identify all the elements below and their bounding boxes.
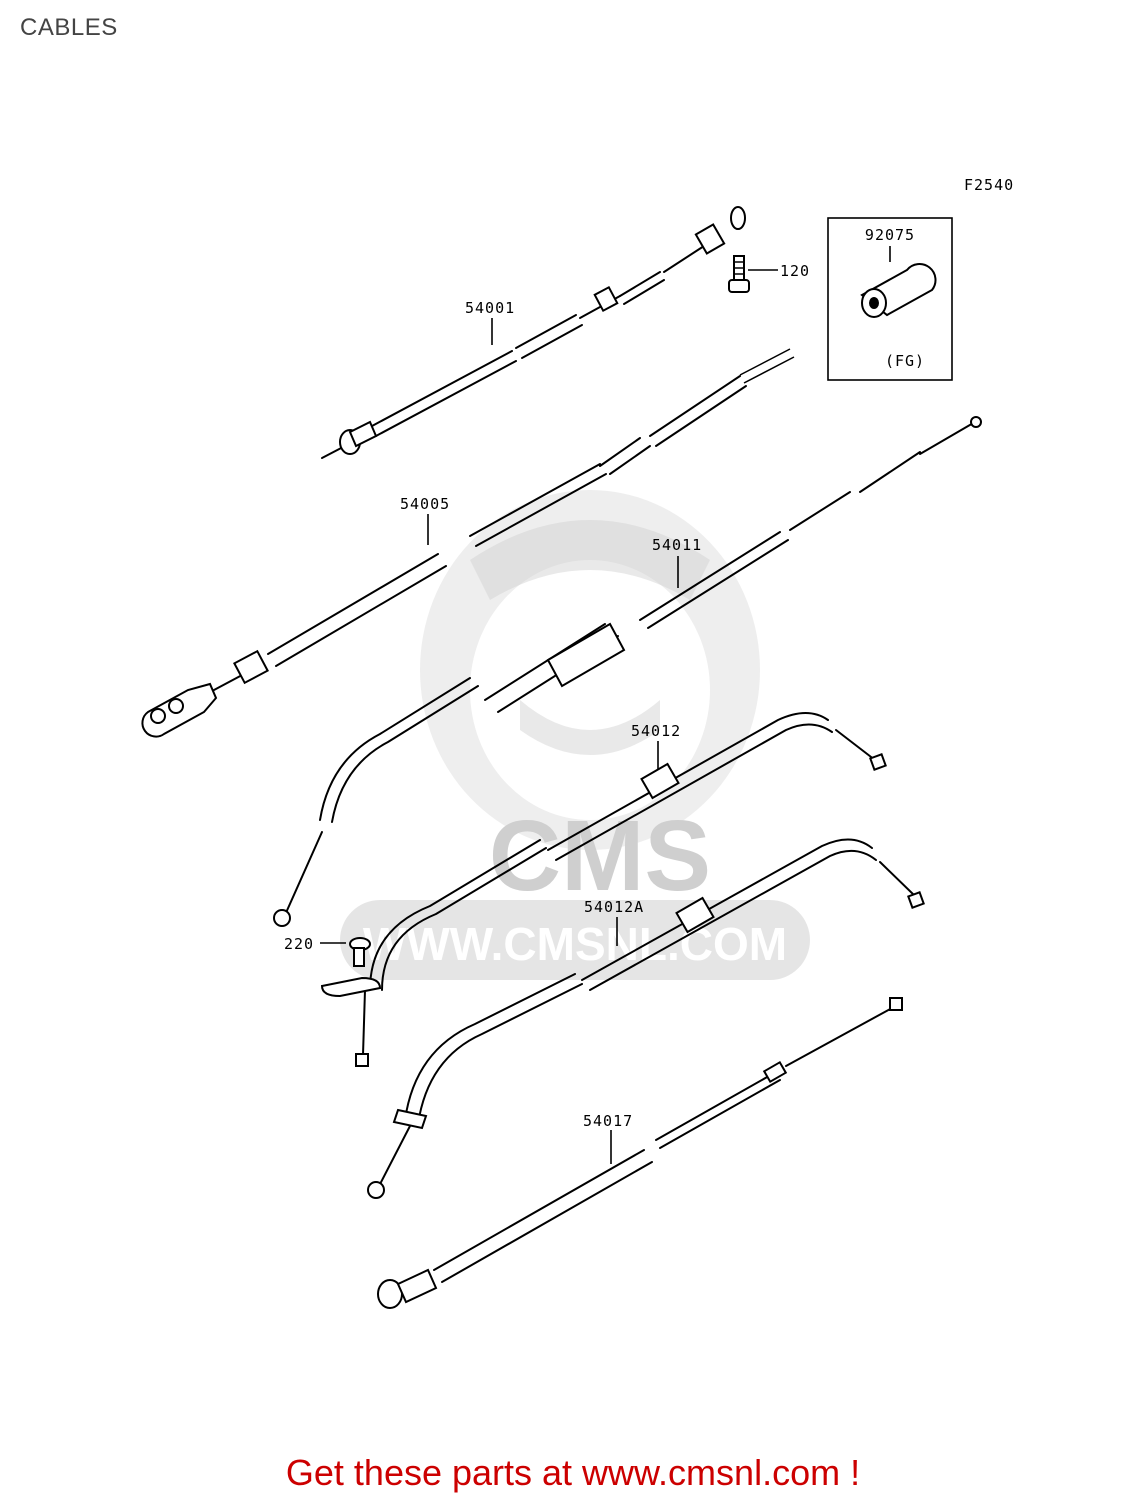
label-54001: 54001 bbox=[465, 299, 515, 317]
watermark-site: WWW.CMSNL.COM bbox=[363, 918, 787, 970]
inset-note: (FG) bbox=[885, 352, 925, 370]
cable-54001 bbox=[321, 206, 746, 459]
cable-54011 bbox=[273, 416, 982, 927]
footer-cta[interactable]: Get these parts at www.cmsnl.com ! bbox=[285, 1452, 861, 1493]
cable-54005 bbox=[141, 348, 795, 738]
inset-box-92075: 92075 (FG) bbox=[827, 217, 953, 381]
screw-120-icon bbox=[728, 255, 750, 293]
cable-54017 bbox=[377, 997, 903, 1309]
page-title: CABLES bbox=[20, 14, 118, 41]
label-54011: 54011 bbox=[652, 536, 702, 554]
watermark-brand: CMS bbox=[489, 800, 711, 912]
label-54005: 54005 bbox=[400, 495, 450, 513]
label-220: 220 bbox=[284, 935, 314, 953]
figure-code: F2540 bbox=[964, 176, 1014, 194]
label-54017: 54017 bbox=[583, 1112, 633, 1130]
cable-54012a bbox=[367, 838, 925, 1199]
screw-220-icon bbox=[349, 937, 371, 967]
inset-part-number: 92075 bbox=[865, 226, 915, 244]
label-54012: 54012 bbox=[631, 722, 681, 740]
cable-54012 bbox=[320, 712, 887, 1067]
label-54012a: 54012A bbox=[584, 898, 644, 916]
label-120: 120 bbox=[780, 262, 810, 280]
